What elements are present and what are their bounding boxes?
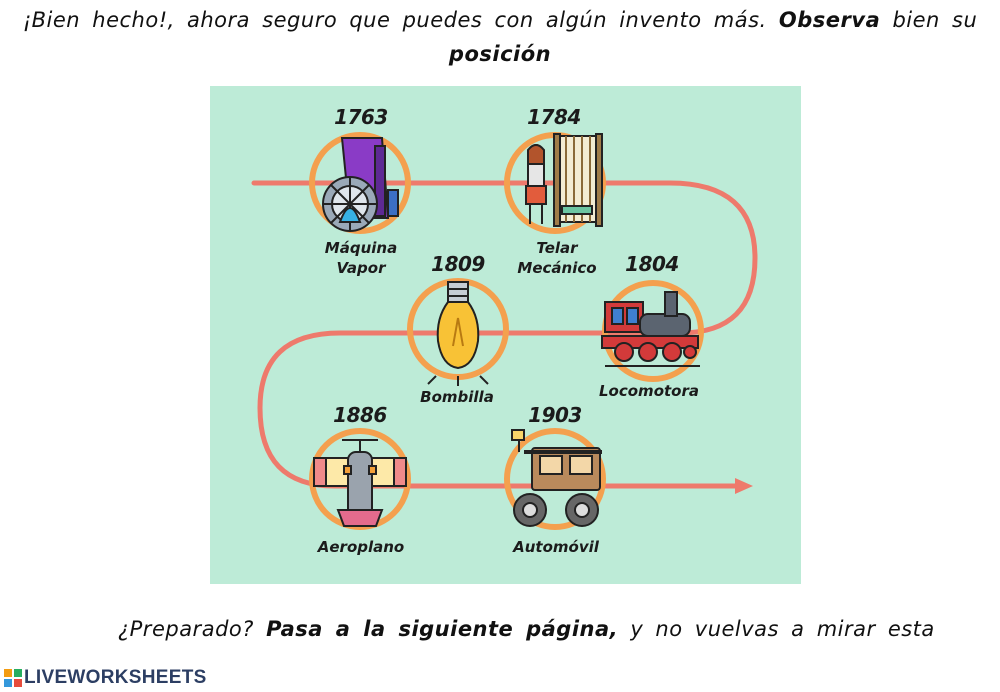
label-bulb: Bombilla (420, 388, 494, 406)
timeline-drawing (251, 132, 758, 530)
liveworksheets-logo-icon (4, 669, 22, 687)
brand-name: LIVEWORKSHEETS (24, 667, 207, 688)
footer-question: ¿Preparado? (118, 617, 254, 641)
label-steam-machine-line-2: Vapor (336, 259, 386, 277)
year-locomotive: 1804 (625, 252, 679, 276)
year-car: 1903 (528, 403, 582, 427)
instruction-text: ¡Bien hecho!, ahora seguro que puedes co… (22, 8, 767, 32)
car-icon (511, 429, 602, 527)
airplane-icon (313, 439, 407, 527)
ring-car (504, 428, 606, 530)
label-loom: Telar Mecánico (517, 238, 596, 278)
steam-machine-icon (322, 137, 399, 232)
year-airplane: 1886 (333, 403, 387, 427)
instruction-tail: bien su (892, 8, 978, 32)
label-car: Automóvil (513, 538, 599, 556)
footer-instruction: ¿Preparado? Pasa a la siguiente página, … (118, 617, 935, 641)
year-steam-machine: 1763 (334, 105, 388, 129)
instruction-line-2: posición (0, 42, 1000, 66)
locomotive-icon (601, 291, 700, 367)
label-steam-machine: Máquina Vapor (325, 238, 397, 278)
label-loom-line-1: Telar (536, 239, 578, 257)
timeline-arrowhead (735, 478, 753, 494)
footer-tail: y no vuelvas a mirar esta (630, 617, 935, 641)
instruction-line-1: ¡Bien hecho!, ahora seguro que puedes co… (0, 8, 1000, 32)
brand-logo[interactable]: LIVEWORKSHEETS (4, 667, 207, 689)
inventions-timeline: 1763 1784 1809 1804 1886 1903 Máquina Va… (210, 86, 801, 584)
label-airplane: Aeroplano (317, 538, 405, 556)
ring-steam-machine (309, 132, 411, 234)
year-bulb: 1809 (431, 252, 485, 276)
label-steam-machine-line-1: Máquina (324, 239, 398, 257)
light-bulb-icon (427, 281, 489, 386)
loom-icon (525, 133, 603, 227)
instruction-emphasis-2: posición (448, 42, 552, 66)
label-locomotive: Locomotora (599, 382, 699, 400)
year-loom: 1784 (527, 105, 581, 129)
footer-emphasis: Pasa a la siguiente página, (266, 617, 619, 641)
label-loom-line-2: Mecánico (517, 259, 597, 277)
instruction-emphasis: Observa (778, 8, 881, 32)
